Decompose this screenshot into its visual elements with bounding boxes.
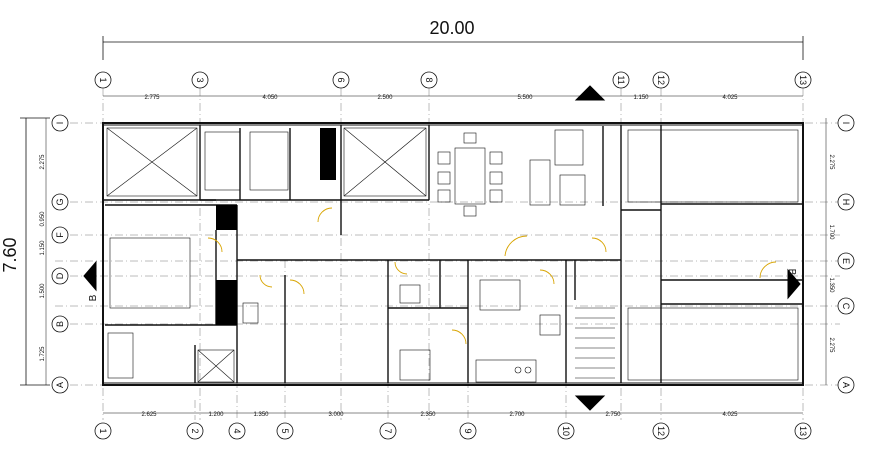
bottom-dimension-chain: 2.625 1.200 1.350 3.000 2.350 2.700 2.75…	[141, 412, 738, 418]
top-dim-6: 4.025	[722, 95, 738, 101]
left-dimension-chain: 2.275 0.950 1.150 1.500 1.725	[40, 154, 46, 362]
beds	[109, 131, 289, 309]
bottom-dim-3: 1.350	[253, 412, 269, 418]
column-axis-labels-top: 1 3 6 8 11 12 13	[98, 75, 808, 85]
shafts	[106, 127, 427, 383]
section-marker-a	[574, 85, 606, 411]
right-dim-3: 1.350	[828, 277, 834, 293]
row-axis-labels-right: I H E C A	[841, 122, 851, 388]
right-dimension-chain: 2.275 1.700 1.350 2.275	[828, 154, 834, 353]
left-dim-1: 2.275	[40, 154, 46, 170]
axis-label: E	[841, 258, 851, 264]
left-dim-2: 0.950	[40, 211, 46, 227]
section-label-b-left: B	[88, 294, 99, 301]
column-axis-bubbles-top	[94, 71, 812, 89]
top-dim-3: 2.500	[377, 95, 393, 101]
stairs	[575, 307, 615, 379]
axis-label: 12	[656, 75, 666, 85]
axis-label: F	[55, 232, 65, 238]
left-dim-4: 1.500	[40, 283, 46, 299]
axis-label: 13	[798, 75, 808, 85]
column-axis-bubbles-bottom	[94, 422, 812, 440]
axis-grid	[55, 88, 840, 420]
left-dim-3: 1.150	[40, 240, 46, 256]
top-dim-2: 4.050	[262, 95, 278, 101]
axis-label: 2	[190, 428, 200, 433]
axis-label: 11	[616, 75, 626, 84]
right-dim-4: 2.275	[828, 337, 834, 353]
axis-label: A	[841, 382, 851, 388]
bottom-dim-6: 2.700	[509, 412, 525, 418]
building-walls	[102, 122, 804, 386]
axis-label: 3	[195, 77, 205, 82]
overall-width-label: 20.00	[429, 18, 474, 38]
section-label-b-right: B	[786, 269, 797, 276]
bottom-dim-5: 2.350	[420, 412, 436, 418]
axis-label: B	[55, 321, 65, 327]
axis-label: 5	[280, 428, 290, 433]
axis-label: 4	[232, 428, 242, 433]
row-axis-bubbles-left	[51, 114, 69, 394]
row-axis-labels-left: I G F D B A	[55, 122, 65, 388]
left-dim-5: 1.725	[40, 346, 46, 362]
axis-label: 10	[561, 426, 571, 436]
top-dim-5: 1.150	[633, 95, 649, 101]
axis-label: D	[55, 272, 65, 279]
overall-width-dimension	[102, 36, 804, 60]
right-dim-2: 1.700	[828, 224, 834, 240]
axis-label: 1	[98, 77, 108, 82]
bottom-dim-7: 2.750	[605, 412, 621, 418]
axis-label: G	[55, 198, 65, 205]
axis-label: C	[841, 303, 851, 310]
top-dim-1: 2.775	[144, 95, 160, 101]
interior-walls	[103, 125, 803, 383]
top-dimension-chain: 2.775 4.050 2.500 5.500 1.150 4.025	[144, 95, 738, 101]
bottom-dim-8: 4.025	[722, 412, 738, 418]
column-axis-labels-bottom: 1 2 4 5 7 9 10 12 13	[98, 426, 808, 436]
axis-label: H	[841, 199, 851, 206]
axis-label: 12	[656, 426, 666, 436]
axis-label: 8	[424, 77, 434, 82]
parking-stripes	[627, 129, 799, 381]
doors	[207, 207, 777, 345]
axis-label: 7	[383, 428, 393, 433]
axis-label: I	[55, 122, 65, 125]
axis-label: 6	[336, 77, 346, 82]
overall-depth-dimension	[20, 117, 50, 386]
axis-label: 13	[798, 426, 808, 436]
axis-label: 9	[463, 428, 473, 433]
bottom-dim-2: 1.200	[208, 412, 224, 418]
axis-label: 1	[98, 428, 108, 433]
shaft-fills	[216, 128, 336, 325]
section-marker-b	[83, 260, 801, 300]
bottom-dim-4: 3.000	[328, 412, 344, 418]
furniture	[107, 129, 586, 383]
top-dim-4: 5.500	[517, 95, 533, 101]
overall-depth-label: 7.60	[0, 237, 20, 272]
bottom-dim-1: 2.625	[141, 412, 157, 418]
row-axis-bubbles-right	[837, 114, 855, 394]
axis-label: I	[841, 122, 851, 125]
right-dim-1: 2.275	[828, 154, 834, 170]
axis-label: A	[55, 382, 65, 388]
